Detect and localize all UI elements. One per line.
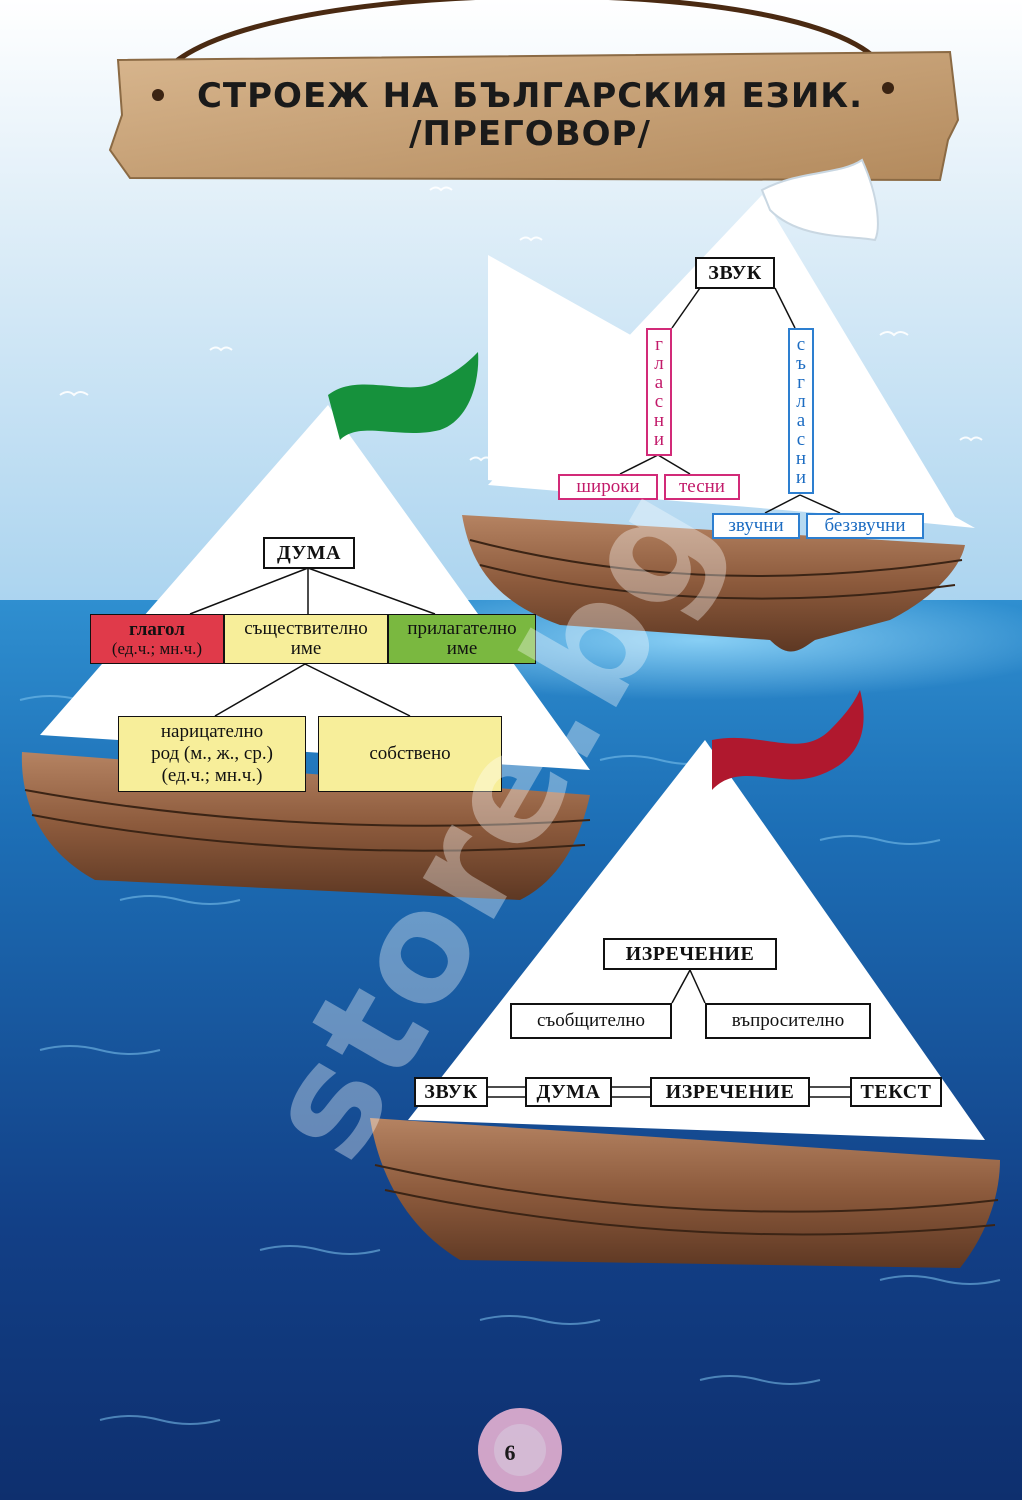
- sound-root-box: ЗВУК: [695, 257, 775, 289]
- page-title-line2: /ПРЕГОВОР/: [409, 114, 651, 154]
- chain-sentence-box: ИЗРЕЧЕНИЕ: [650, 1077, 810, 1107]
- noun-line1: съществително: [244, 618, 368, 640]
- common-noun-box: нарицателно род (м., ж., ср.) (ед.ч.; мн…: [118, 716, 306, 792]
- chain-sound-box: ЗВУК: [414, 1077, 488, 1107]
- chain-word-box: ДУМА: [525, 1077, 612, 1107]
- consonants-letter: ъ: [796, 353, 806, 374]
- consonants-letter: н: [795, 448, 807, 469]
- consonants-letter: с: [796, 334, 806, 355]
- adjective-line2: име: [446, 638, 478, 659]
- interrogative-box: въпросително: [705, 1003, 871, 1039]
- consonants-letter: и: [795, 467, 807, 488]
- consonants-letter: а: [796, 410, 806, 431]
- vowels-letter: с: [654, 391, 664, 412]
- vowels-letter: а: [654, 372, 664, 393]
- proper-noun-box: собствено: [318, 716, 502, 792]
- verb-title: глагол: [129, 619, 185, 641]
- consonants-letter: г: [797, 372, 805, 393]
- vowels-letter: н: [653, 410, 665, 431]
- verb-subtitle: (ед.ч.; мн.ч.): [111, 639, 203, 659]
- word-root-box: ДУМА: [263, 537, 355, 569]
- narrow-vowels-box: тесни: [664, 474, 740, 500]
- voiced-consonants-box: звучни: [712, 513, 800, 539]
- noun-box: съществително име: [224, 614, 388, 664]
- vowels-letter: и: [653, 429, 665, 450]
- common-line1: нарицателно: [160, 721, 264, 743]
- common-line3: (ед.ч.; мн.ч.): [161, 764, 263, 786]
- declarative-box: съобщително: [510, 1003, 672, 1039]
- vowels-letter: г: [655, 334, 663, 355]
- page-number: 6: [504, 1440, 516, 1465]
- verb-box: глагол (ед.ч.; мн.ч.): [90, 614, 224, 664]
- page-title-line1: СТРОЕЖ НА БЪЛГАРСКИЯ ЕЗИК.: [196, 76, 863, 116]
- sentence-root-box: ИЗРЕЧЕНИЕ: [603, 938, 777, 970]
- consonants-letter: л: [796, 391, 806, 412]
- adjective-line1: прилагателно: [407, 618, 517, 640]
- chain-text-box: ТЕКСТ: [850, 1077, 942, 1107]
- wide-vowels-box: широки: [558, 474, 658, 500]
- noun-line2: име: [290, 638, 322, 659]
- consonants-letter: с: [796, 429, 806, 450]
- common-line2: род (м., ж., ср.): [151, 743, 273, 765]
- voiceless-consonants-box: беззвучни: [806, 513, 924, 539]
- adjective-box: прилагателно име: [388, 614, 536, 664]
- vowels-letter: л: [654, 353, 664, 374]
